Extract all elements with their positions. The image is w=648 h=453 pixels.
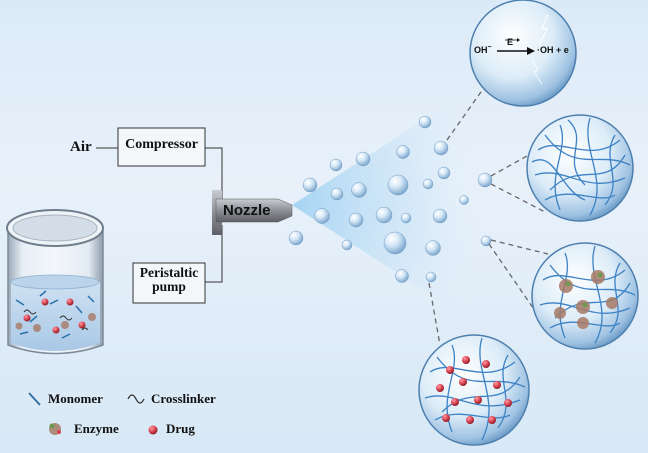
peristaltic-label: Peristaltic pump: [133, 265, 205, 295]
sphere-network-drug: [418, 334, 530, 446]
legend-enzyme-label: Enzyme: [74, 421, 119, 436]
compressor-label: Compressor: [125, 137, 198, 152]
drug-icon: [148, 425, 158, 435]
peristaltic-line2: pump: [152, 279, 186, 295]
sphere-network-enzyme: [531, 242, 639, 350]
peristaltic-pump-box: [132, 262, 206, 304]
connector-lines: [96, 147, 223, 283]
beaker: [6, 209, 104, 355]
monomer-icon: [28, 392, 41, 406]
equation-right: ·OH + e: [537, 45, 569, 55]
equation-field: E: [507, 37, 514, 47]
compressor-box: [117, 127, 206, 167]
equation-oh: OH: [474, 45, 488, 55]
sphere-reaction: [469, 0, 577, 107]
enzyme-icon: [49, 423, 61, 435]
spray-droplets: [288, 115, 493, 283]
legend-icons: [28, 392, 158, 435]
callout-lines: [428, 81, 549, 346]
sphere-network: [526, 114, 634, 222]
air-label: Air: [70, 139, 92, 155]
crosslinker-icon: [127, 394, 145, 404]
nozzle: [212, 190, 293, 235]
peristaltic-line1: Peristaltic: [139, 265, 199, 280]
spray-cone: [292, 90, 495, 320]
equation-minus: −: [487, 44, 492, 51]
legend-crosslinker-label: Crosslinker: [151, 391, 216, 406]
equation-left: OH−: [474, 44, 492, 55]
legend-monomer-label: Monomer: [48, 391, 103, 406]
legend-drug-label: Drug: [166, 421, 195, 436]
nozzle-label: Nozzle: [223, 202, 271, 219]
